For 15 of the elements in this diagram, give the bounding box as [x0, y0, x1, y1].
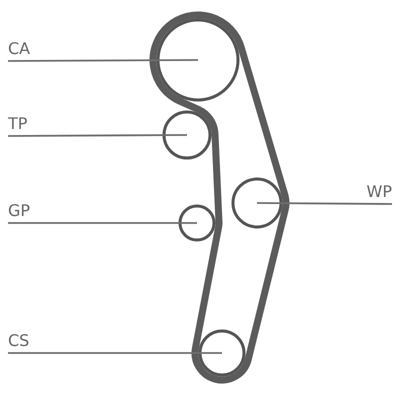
pulley [156, 18, 240, 102]
leader-line [257, 202, 392, 205]
pulley [198, 329, 246, 377]
leader-line [8, 222, 197, 224]
part-label: CA [8, 40, 30, 58]
part-label: GP [8, 202, 30, 220]
pulley [231, 177, 283, 229]
leader-line [8, 59, 198, 62]
pulley [162, 110, 212, 160]
leader-line [8, 134, 187, 137]
part-label: TP [8, 115, 28, 133]
pulley [178, 204, 216, 242]
part-label: CS [8, 332, 30, 350]
leader-line [8, 352, 222, 354]
part-label: WP [366, 183, 392, 201]
